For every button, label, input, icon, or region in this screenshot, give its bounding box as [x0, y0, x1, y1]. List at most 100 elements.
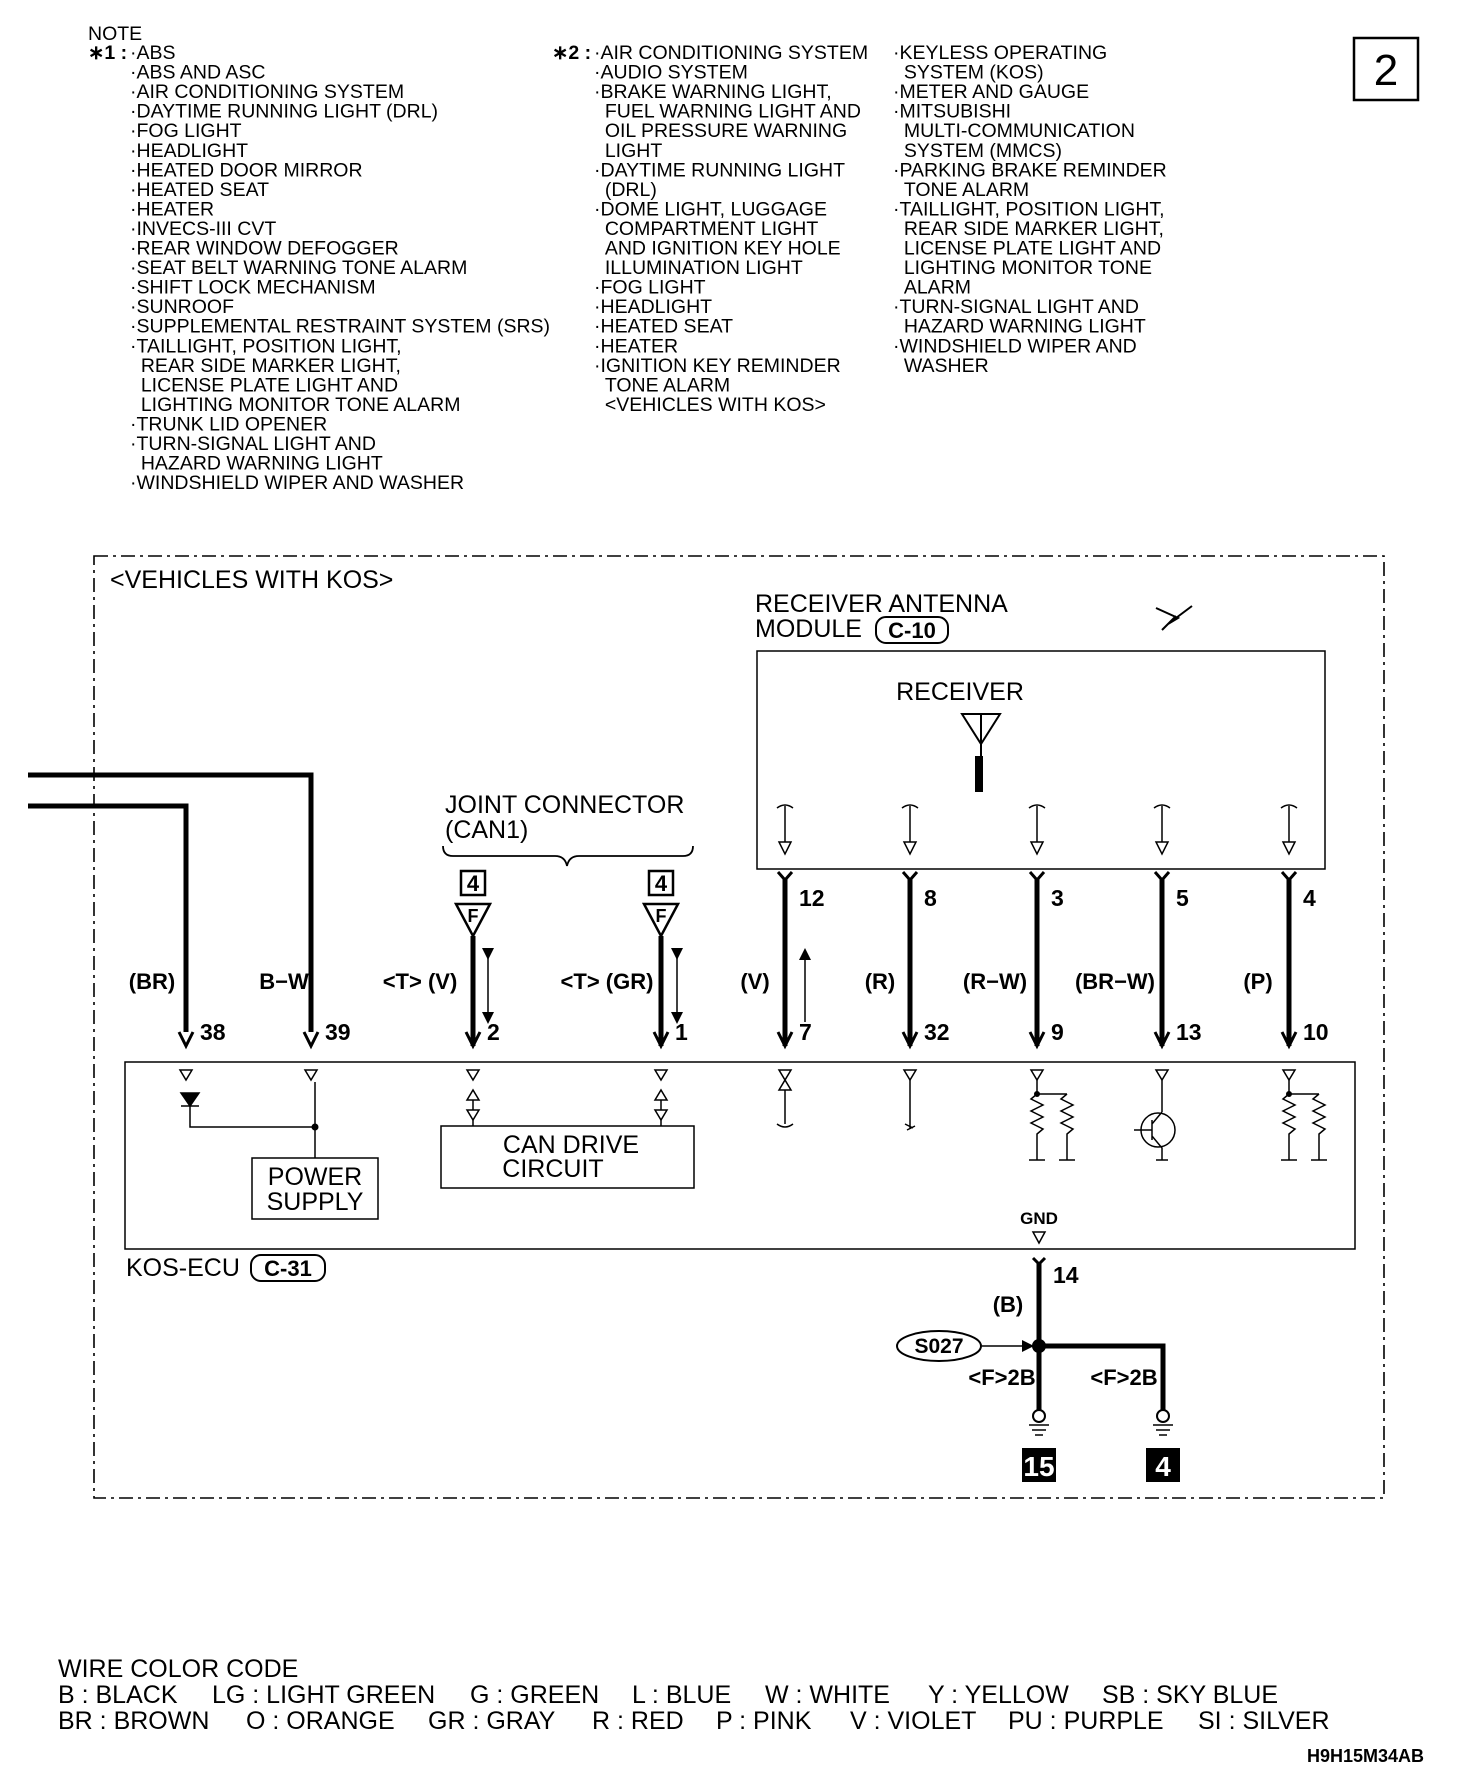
- wire-color-code-item: LG : LIGHT GREEN: [212, 1681, 435, 1709]
- wire-color-code-title: WIRE COLOR CODE: [58, 1655, 298, 1683]
- rx-pin-number: 5: [1176, 885, 1189, 911]
- star1-list: ·ABS·ABS AND ASC·AIR CONDITIONING SYSTEM…: [130, 42, 550, 494]
- wire-color-label: B−W: [259, 969, 309, 994]
- joint-connector-sub: (CAN1): [445, 816, 528, 844]
- input-pin-symbol: [776, 1078, 794, 1128]
- note-line: LICENSE PLATE LIGHT AND: [130, 374, 398, 396]
- note-line: TONE ALARM: [893, 179, 1029, 201]
- note-line: HAZARD WARNING LIGHT: [893, 316, 1146, 338]
- note-line: ·FOG LIGHT: [130, 120, 242, 142]
- ground-point-4: 4: [1155, 1451, 1171, 1482]
- c31-label: C-31: [264, 1256, 312, 1281]
- wire-color-code-item: V : VIOLET: [850, 1707, 976, 1735]
- note-line: COMPARTMENT LIGHT: [594, 218, 818, 240]
- ecu-pin-number: 10: [1303, 1019, 1329, 1045]
- wire-color-code-item: SI : SILVER: [1198, 1707, 1330, 1735]
- note-line: MULTI-COMMUNICATION: [893, 120, 1135, 142]
- note-line: REAR SIDE MARKER LIGHT,: [893, 218, 1164, 240]
- note-line: ·PARKING BRAKE REMINDER: [893, 159, 1167, 181]
- page-number-box: [1352, 36, 1420, 102]
- splice-label: S027: [914, 1335, 963, 1358]
- splice-badge: [896, 1330, 982, 1362]
- ecu-pin-terminal: [653, 1069, 669, 1082]
- joint-pin-2: 4 F: [453, 869, 493, 939]
- wire-color-code-item: GR : GRAY: [428, 1707, 556, 1735]
- can-pin-symbol: [465, 1088, 481, 1122]
- ecu-connector-hook: [302, 1031, 320, 1050]
- joint-letter-1: F: [656, 906, 667, 926]
- pullup-resistor-icon: [1029, 1080, 1075, 1161]
- note-line: ·MITSUBISHI: [893, 101, 1011, 123]
- rx-pin-symbol: [1153, 804, 1171, 856]
- ecu-pin-terminal: [465, 1069, 481, 1082]
- note-line: ·DAYTIME RUNNING LIGHT (DRL): [130, 101, 438, 123]
- note-line: ·HEATER: [130, 198, 214, 220]
- ground-point-4-badge: [1146, 1448, 1180, 1482]
- ecu-pin-number: 2: [487, 1019, 500, 1045]
- c10-label: C-10: [888, 618, 936, 643]
- wire-color-label: (R−W): [963, 969, 1027, 994]
- wire-br-feed: [28, 803, 189, 1032]
- diode-icon: [179, 1092, 201, 1108]
- joint-letter-2: F: [468, 906, 479, 926]
- gnd-pin-symbol: [1031, 1231, 1047, 1245]
- note-line: SYSTEM (KOS): [893, 62, 1044, 84]
- ecu-pin-terminal: [303, 1069, 319, 1082]
- note-line: ·IGNITION KEY REMINDER: [594, 355, 841, 377]
- figure-code: H9H15M34AB: [1307, 1746, 1424, 1766]
- can-drive-label-1: CAN DRIVE: [503, 1131, 639, 1159]
- power-supply-label-1: POWER: [268, 1163, 362, 1191]
- ecu-pin-number: 9: [1051, 1019, 1064, 1045]
- ground-wires: [1036, 1262, 1166, 1410]
- note-line: ·ABS: [130, 42, 176, 64]
- note-line: ·AIR CONDITIONING SYSTEM: [130, 81, 404, 103]
- wire-color-label: (BR−W): [1075, 969, 1155, 994]
- ground-point-15-badge: [1022, 1448, 1056, 1482]
- note-line: LIGHTING MONITOR TONE ALARM: [130, 394, 460, 416]
- wire-color-code-item: P : PINK: [716, 1707, 812, 1735]
- note-line: TONE ALARM: [594, 374, 730, 396]
- note-line: ·INVECS-III CVT: [130, 218, 276, 240]
- ecu-connector-hook: [1280, 1031, 1298, 1050]
- note-col3-list: ·KEYLESS OPERATING SYSTEM (KOS)·METER AN…: [893, 42, 1167, 377]
- ecu-pin-terminal: [1281, 1069, 1297, 1082]
- ecu-name: KOS-ECU: [126, 1254, 240, 1282]
- c10-badge: [875, 616, 949, 644]
- kos-frame: [93, 555, 1385, 1499]
- note-line: ·FOG LIGHT: [594, 277, 706, 299]
- ecu-connector-hook: [776, 1031, 794, 1050]
- chassis-pin-symbol: [904, 1080, 916, 1131]
- receiver-module-box: [756, 650, 1326, 870]
- rx-connector-hook: [1153, 871, 1171, 883]
- note-line: ·REAR WINDOW DEFOGGER: [130, 238, 399, 260]
- wireless-signal-icon: [1155, 605, 1193, 631]
- note-line: ·TAILLIGHT, POSITION LIGHT,: [893, 198, 1165, 220]
- note-line: LIGHTING MONITOR TONE: [893, 257, 1152, 279]
- wire-color-label: <T> (GR): [561, 969, 654, 994]
- joint-badge-1: 4: [655, 871, 668, 896]
- wire-color-code-item: SB : SKY BLUE: [1102, 1681, 1278, 1709]
- note-line: ·SUNROOF: [130, 296, 234, 318]
- note-line: ILLUMINATION LIGHT: [594, 257, 803, 279]
- joint-brace: [442, 845, 694, 867]
- star2-list: ·AIR CONDITIONING SYSTEM·AUDIO SYSTEM·BR…: [594, 42, 868, 416]
- note-line: ·ABS AND ASC: [130, 62, 265, 84]
- ecu-connector-hook: [1028, 1031, 1046, 1050]
- can-drive-box: [440, 1125, 695, 1189]
- note-line: ·AIR CONDITIONING SYSTEM: [594, 42, 868, 64]
- power-supply-label-2: SUPPLY: [267, 1188, 364, 1216]
- receiver-module-title2: MODULE: [755, 615, 862, 643]
- rx-pin-symbol: [1280, 804, 1298, 856]
- rx-pin-symbol: [776, 804, 794, 856]
- note-line: (DRL): [594, 179, 657, 201]
- wire-color-code-item: BR : BROWN: [58, 1707, 209, 1735]
- ecu-pin-terminal: [1154, 1069, 1170, 1082]
- note-line: LICENSE PLATE LIGHT AND: [893, 238, 1161, 260]
- rx-connector-hook: [1028, 871, 1046, 883]
- wire-labels: (BR)B−W<T> (V)<T> (GR)(V)(R)(R−W)(BR−W)(…: [129, 969, 1273, 994]
- note-line: ·WINDSHIELD WIPER AND: [893, 335, 1137, 357]
